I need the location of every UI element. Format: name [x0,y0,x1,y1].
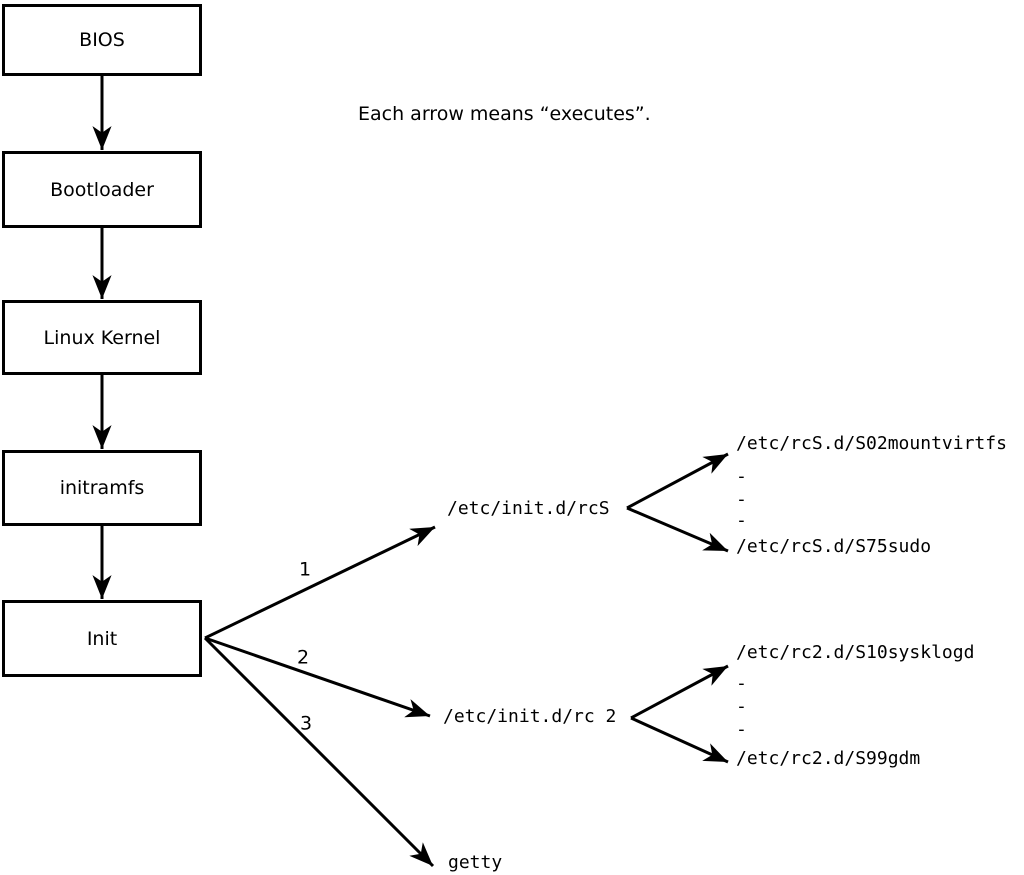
box-linux-kernel: Linux Kernel [2,300,202,375]
diagram-caption: Each arrow means “executes”. [358,103,651,125]
box-linux-kernel-label: Linux Kernel [43,326,161,349]
box-bios-label: BIOS [79,29,125,51]
arrow-init-to-getty [203,636,435,868]
target-etc-init-d-rc2: /etc/init.d/rc 2 [443,706,617,727]
box-initramfs: initramfs [2,450,202,526]
arrow-init-to-rc2 [204,636,431,718]
arrow-rc2-to-S10sysklogd [630,664,729,720]
rcS-ellipsis-dash: - [736,510,747,531]
rcS-child-S02mountvirtfs: /etc/rcS.d/S02mountvirtfs [736,433,1007,454]
target-getty: getty [448,852,503,873]
box-initramfs-label: initramfs [59,477,145,499]
branch-label-3: 3 [299,712,313,735]
branch-label-1: 1 [298,558,312,581]
target-etc-init-d-rcS: /etc/init.d/rcS [447,498,610,519]
branch-label-2: 2 [296,646,310,669]
box-bootloader-label: Bootloader [50,178,154,201]
arrow-rcS-to-S02mountvirtfs [626,452,729,510]
rcS-ellipsis-dash: - [736,489,747,510]
rc2-child-S10sysklogd: /etc/rc2.d/S10sysklogd [736,642,975,663]
rcS-child-S75sudo: /etc/rcS.d/S75sudo [736,536,932,557]
rc2-ellipsis-dash: - [736,719,747,740]
arrow-init-to-rcS [204,525,436,640]
box-bootloader: Bootloader [2,151,202,228]
box-init-label: Init [86,627,118,650]
box-init: Init [2,600,202,677]
arrow-rc2-to-S99gdm [630,716,729,764]
rcS-ellipsis-dash: - [736,466,747,487]
rc2-ellipsis-dash: - [736,673,747,694]
arrow-rcS-to-S75sudo [626,506,729,553]
rc2-ellipsis-dash: - [736,696,747,717]
box-bios: BIOS [2,4,202,76]
rc2-child-S99gdm: /etc/rc2.d/S99gdm [736,748,921,769]
